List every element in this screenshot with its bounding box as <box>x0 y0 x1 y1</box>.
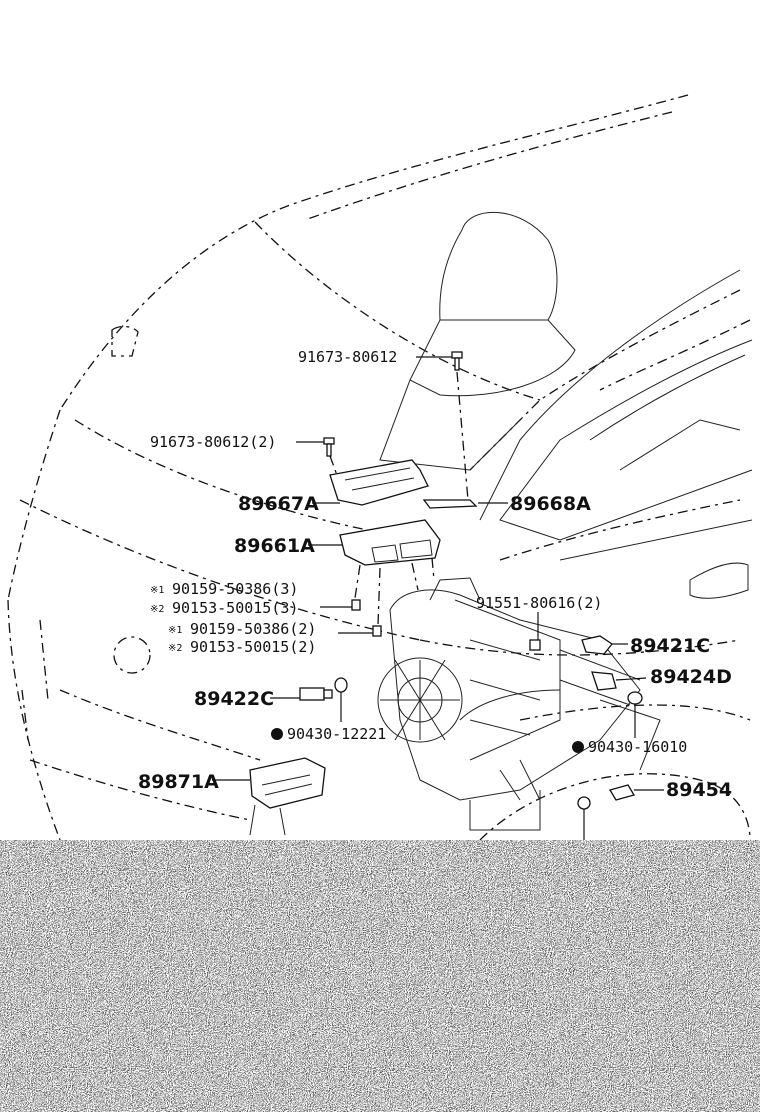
label-sensor-bottom[interactable]: 89454 <box>666 779 732 801</box>
screw-a-part <box>351 599 361 611</box>
bolt-top-part <box>451 351 469 501</box>
new-part-dot-icon <box>572 741 584 753</box>
leader-lines <box>212 356 664 791</box>
label-module[interactable]: 89871A <box>138 771 219 793</box>
label-bracket-a[interactable]: 89667A <box>238 493 319 515</box>
label-sensor-left[interactable]: 89422C <box>194 688 274 710</box>
label-bolt-top[interactable]: 91673-80612 <box>298 348 397 366</box>
sensor-89422c-part <box>299 677 348 701</box>
module-89871a-part <box>249 757 326 836</box>
label-screw-a1[interactable]: 90159-50386(3) <box>172 580 298 598</box>
scan-noise-band <box>0 840 760 1112</box>
sensor-89424d-part <box>591 671 617 691</box>
label-screw-b2-mark: ※2 <box>168 643 182 654</box>
label-screw-a2-mark: ※2 <box>150 604 164 615</box>
sensor-89454-part <box>577 784 635 840</box>
sensor-89421c-part <box>581 635 613 655</box>
label-bolt-left[interactable]: 91673-80612(2) <box>150 433 276 451</box>
label-screw-a1-mark: ※1 <box>150 585 164 596</box>
label-sensor-d[interactable]: 89424D <box>650 666 732 688</box>
label-gasket-right[interactable]: 90430-16010 <box>588 738 687 756</box>
label-screw-b1-mark: ※1 <box>168 625 182 636</box>
seat-outline <box>379 211 576 471</box>
label-screw-b2[interactable]: 90153-50015(2) <box>190 638 316 656</box>
ecu-89661a-part <box>339 519 441 626</box>
label-sensor-c[interactable]: 89421C <box>630 635 710 657</box>
door-outline <box>479 269 753 599</box>
label-bracket-b[interactable]: 89668A <box>510 493 591 515</box>
screw-b-part <box>372 625 382 637</box>
label-screw-c[interactable]: 91551-80616(2) <box>476 594 602 612</box>
bracket-89668a-part <box>422 499 478 509</box>
engine-assembly <box>377 577 661 831</box>
bolt-left-part <box>323 437 339 479</box>
label-gasket-left[interactable]: 90430-12221 <box>287 725 386 743</box>
label-screw-b1[interactable]: 90159-50386(2) <box>190 620 316 638</box>
vehicle-outline <box>7 94 751 841</box>
gasket-right-part <box>627 691 643 705</box>
screw-c-part <box>529 639 541 651</box>
bracket-89667a-part <box>329 459 429 506</box>
label-ecu[interactable]: 89661A <box>234 535 315 557</box>
label-screw-a2[interactable]: 90153-50015(3) <box>172 599 298 617</box>
new-part-dot-icon <box>271 728 283 740</box>
part-labels: 91673-80612 91673-80612(2) 89667A 89668A… <box>138 348 732 801</box>
